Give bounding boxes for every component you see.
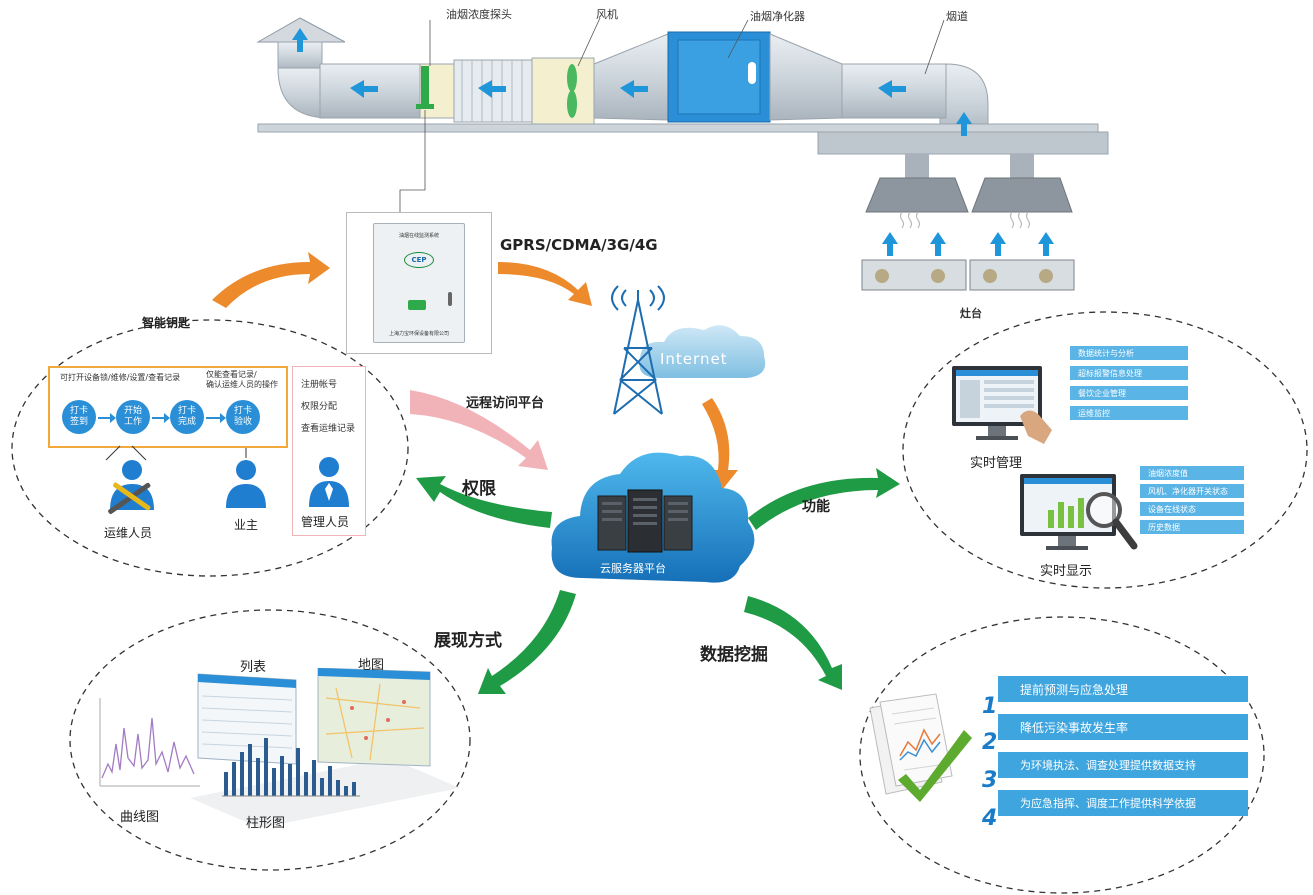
- display-item-history: 历史数据: [1140, 520, 1244, 534]
- purifier-label: 油烟净化器: [750, 10, 805, 23]
- workflow-note-right: 仅能查看记录/ 确认运维人员的操作: [206, 370, 278, 390]
- workflow-arrows: [98, 413, 226, 423]
- mining-item-2: 降低污染事故发生率: [998, 714, 1248, 740]
- cep-logo: CEP: [404, 252, 434, 268]
- fan-label: 风机: [596, 8, 618, 21]
- mgmt-item-stats: 数据统计与分析: [1070, 346, 1188, 360]
- display-mode-label: 展现方式: [434, 631, 502, 651]
- curve-label: 曲线图: [120, 810, 160, 825]
- green-arrows: [416, 468, 900, 694]
- monitor-cabinet: 油烟在线监测系统 CEP 上海力宝环保设备有限公司: [373, 223, 465, 343]
- admin-box: 注册帐号 权限分配 查看运维记录 管理人员: [292, 366, 366, 536]
- workflow-box: 可打开设备锁/维修/设置/查看记录 仅能查看记录/ 确认运维人员的操作 打卡签到…: [48, 366, 288, 448]
- probe-label: 油烟浓度探头: [446, 8, 512, 21]
- mining-num-1: 1: [982, 694, 998, 719]
- internet-cloud-shape: [639, 325, 766, 378]
- bar-label: 柱形图: [246, 816, 286, 831]
- realtime-mgmt-monitor-icon: [952, 366, 1052, 444]
- monitor-footer: 上海力宝环保设备有限公司: [388, 331, 449, 337]
- realtime-display-monitor-icon: [1020, 474, 1138, 550]
- smart-key-label: 智能钥匙: [142, 316, 191, 330]
- workflow-note-left: 可打开设备锁/维修/设置/查看记录: [60, 373, 181, 382]
- step-acceptance: 打卡验收: [226, 400, 260, 434]
- company-logo-icon: [408, 300, 426, 310]
- map-label: 地图: [358, 658, 385, 673]
- list-label: 列表: [240, 660, 267, 675]
- report-check-icon: [869, 693, 972, 802]
- admin-label: 管理人员: [301, 515, 350, 529]
- antenna-tower-icon: [611, 285, 665, 415]
- admin-item-records: 查看运维记录: [301, 424, 356, 434]
- mining-item-3: 为环境执法、调查处理提供数据支持: [998, 752, 1248, 778]
- remote-access-label: 远程访问平台: [466, 396, 545, 411]
- cloud-label: 云服务器平台: [600, 562, 666, 575]
- mining-item-4: 为应急指挥、调度工作提供科学依据: [998, 790, 1248, 816]
- step-checkin: 打卡签到: [62, 400, 96, 434]
- cabinet-lock-icon: [448, 292, 452, 306]
- duct-system: [256, 17, 1109, 291]
- ops-person-icon: [105, 445, 154, 515]
- display-item-online-status: 设备在线状态: [1140, 502, 1244, 516]
- mgmt-item-ops: 运维监控: [1070, 406, 1188, 420]
- orange-arrows: [212, 252, 738, 490]
- owner-label: 业主: [234, 518, 259, 532]
- mgmt-item-alarm: 超标报警信息处理: [1070, 366, 1188, 380]
- mining-num-2: 2: [982, 730, 998, 755]
- mining-num-3: 3: [982, 768, 998, 793]
- workflow-note-right-line1: 仅能查看记录/: [206, 370, 257, 379]
- monitor-title: 油烟在线监测系统: [398, 233, 439, 239]
- display-visuals: [99, 668, 460, 828]
- pink-arrow: [410, 390, 548, 470]
- realtime-display-label: 实时显示: [1040, 564, 1093, 579]
- dashed-ellipses: [11, 311, 1308, 894]
- owner-person-icon: [226, 448, 266, 508]
- mining-item-1: 提前预测与应急处理: [998, 676, 1248, 702]
- data-mining-label: 数据挖掘: [700, 645, 768, 665]
- admin-person-icon: [309, 457, 349, 507]
- step-start-work: 开始工作: [116, 400, 150, 434]
- stove-label: 灶台: [960, 307, 982, 320]
- protocol-label: GPRS/CDMA/3G/4G: [500, 236, 658, 254]
- admin-item-permission: 权限分配: [301, 402, 338, 412]
- realtime-mgmt-label: 实时管理: [970, 456, 1023, 471]
- server-rack-icon: [597, 489, 693, 553]
- display-item-switch-status: 风机、净化器开关状态: [1140, 484, 1244, 498]
- mining-num-4: 4: [982, 806, 998, 831]
- permission-label: 权限: [462, 479, 496, 499]
- function-label: 功能: [802, 499, 830, 515]
- step-complete: 打卡完成: [170, 400, 204, 434]
- admin-item-register: 注册帐号: [301, 380, 338, 390]
- workflow-note-right-line2: 确认运维人员的操作: [206, 380, 278, 389]
- internet-label: Internet: [660, 350, 728, 368]
- flue-label: 烟道: [946, 10, 968, 23]
- ops-label: 运维人员: [104, 526, 153, 540]
- monitor-box-frame: 油烟在线监测系统 CEP 上海力宝环保设备有限公司: [346, 212, 492, 354]
- display-item-concentration: 油烟浓度值: [1140, 466, 1244, 480]
- mgmt-item-enterprise: 餐饮企业管理: [1070, 386, 1188, 400]
